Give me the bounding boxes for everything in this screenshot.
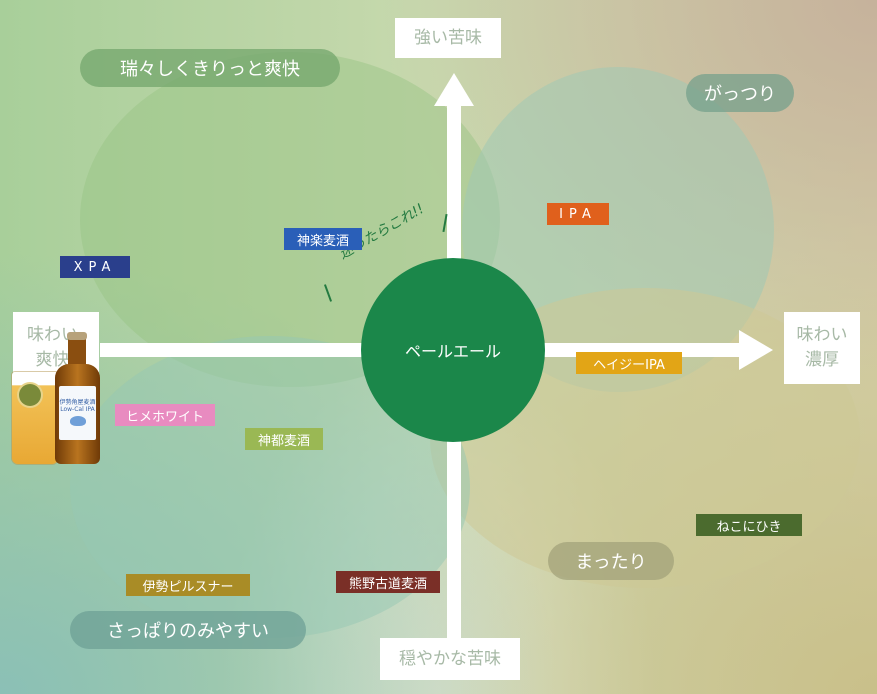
arrow-up-icon bbox=[434, 73, 474, 106]
axis-right-line1: 味わい bbox=[796, 325, 848, 346]
region-label-easy: さっぱりのみやすい bbox=[70, 611, 306, 649]
axis-label-mild-bitter: 穏やかな苦味 bbox=[380, 638, 520, 680]
beer-tag-xpa[interactable]: XPA bbox=[60, 256, 130, 278]
region-label-refresh: 瑞々しくきりっと爽快 bbox=[80, 49, 340, 87]
axis-left-line1: 味わい bbox=[27, 325, 78, 346]
beer-tag-nekonihiki[interactable]: ねこにひき bbox=[696, 514, 802, 536]
bottle-neck bbox=[68, 332, 86, 368]
product-image-lowcal-ipa[interactable]: 伊勢角屋麦酒 Low-Cal IPA bbox=[8, 330, 103, 466]
beer-tag-ise-pilsner[interactable]: 伊勢ピルスナー bbox=[126, 574, 250, 596]
beer-tag-hazy-ipa[interactable]: ヘイジーIPA bbox=[576, 352, 682, 374]
beer-tag-hime-white[interactable]: ヒメホワイト bbox=[115, 404, 215, 426]
brewery-logo-icon bbox=[19, 384, 41, 406]
beer-tag-shinto[interactable]: 神都麦酒 bbox=[245, 428, 323, 450]
bottle-emblem-icon bbox=[69, 416, 86, 427]
beer-tag-shinraku[interactable]: 神楽麦酒 bbox=[284, 228, 362, 250]
beer-bottle-image: 伊勢角屋麦酒 Low-Cal IPA bbox=[55, 332, 100, 464]
axis-label-rich: 味わい 濃厚 bbox=[784, 312, 860, 384]
beer-tag-kumano-kodo[interactable]: 熊野古道麦酒 bbox=[336, 571, 440, 593]
bottle-label: 伊勢角屋麦酒 Low-Cal IPA bbox=[59, 386, 96, 440]
axis-label-strong-bitter: 強い苦味 bbox=[395, 18, 501, 58]
axis-bottom-text: 穏やかな苦味 bbox=[399, 648, 501, 669]
center-pale-ale[interactable]: ペールエール bbox=[361, 258, 545, 442]
beer-tag-ipa[interactable]: IPA bbox=[547, 203, 609, 225]
center-label: ペールエール bbox=[404, 342, 501, 361]
bottle-cap bbox=[67, 332, 87, 340]
region-label-mellow: まったり bbox=[548, 542, 674, 580]
axis-right-line2: 濃厚 bbox=[805, 350, 839, 370]
arrow-right-icon bbox=[739, 330, 773, 370]
bottle-label-top: 伊勢角屋麦酒 bbox=[59, 398, 96, 406]
region-label-robust: がっつり bbox=[686, 74, 794, 112]
axis-top-text: 強い苦味 bbox=[414, 27, 482, 48]
bottle-label-name: Low-Cal IPA bbox=[60, 405, 95, 413]
